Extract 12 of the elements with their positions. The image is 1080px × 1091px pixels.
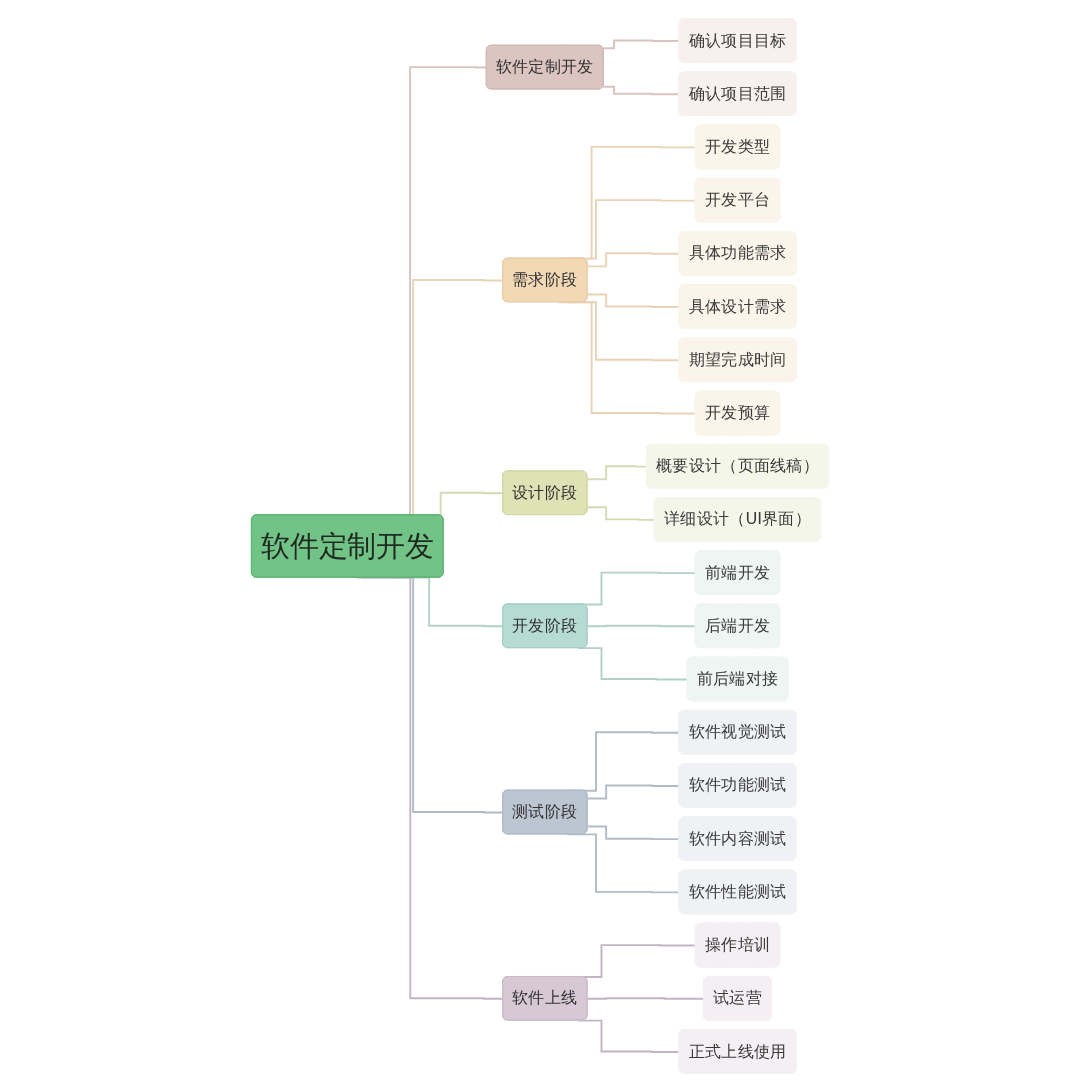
connector [586, 464, 648, 480]
connector [602, 39, 681, 49]
connector [586, 825, 681, 840]
connector [586, 505, 656, 521]
connector [586, 996, 705, 1000]
connector [586, 251, 681, 267]
connector [586, 624, 697, 627]
connector [557, 300, 697, 414]
connector [586, 293, 681, 308]
connector [586, 784, 681, 799]
connector [577, 1019, 681, 1053]
connector [602, 85, 681, 95]
